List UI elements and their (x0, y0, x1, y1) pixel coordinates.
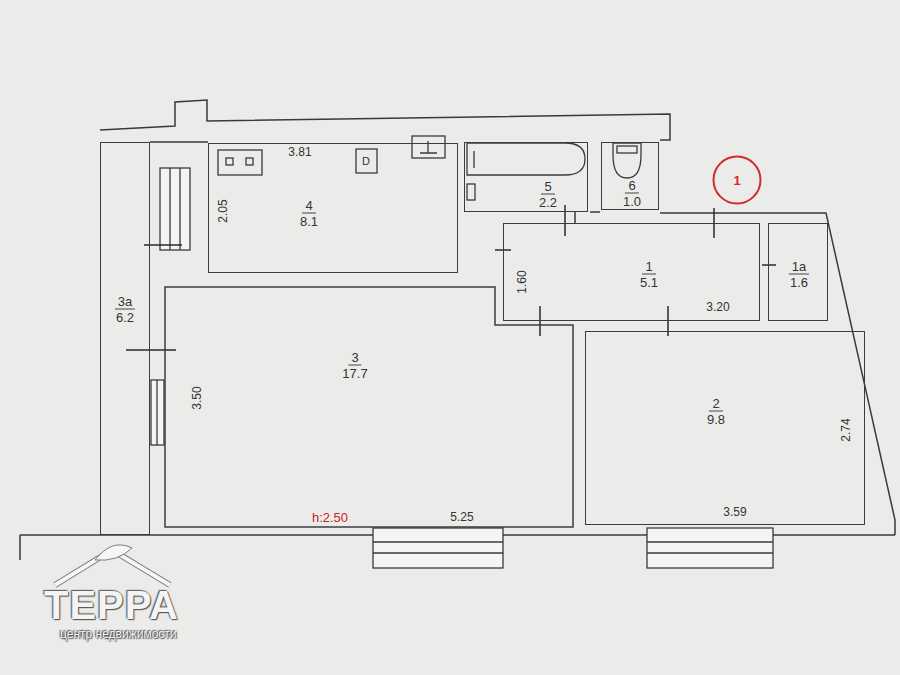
boiler-letter: D (362, 155, 370, 168)
room-outline (165, 287, 573, 527)
ceiling-height-label: h:2.50 (312, 510, 348, 525)
tick (126, 349, 176, 351)
room-number: 2 (709, 396, 722, 412)
watermark-text: ТЕРРА (44, 582, 179, 628)
marker-circle (714, 157, 761, 204)
tick (564, 205, 566, 236)
room-number: 6 (625, 178, 638, 194)
wall-line (150, 141, 208, 143)
dimension-label: 3.81 (288, 145, 311, 159)
wall-line (575, 212, 600, 223)
window-pane (156, 380, 157, 445)
bathtub-tap (473, 151, 474, 168)
toilet-tank (617, 146, 637, 153)
living-room: 317.7 (165, 287, 573, 527)
room-area: 5.1 (637, 275, 661, 290)
toilet-room: 61.0 (601, 142, 659, 210)
room-number: 1а (789, 259, 809, 275)
room-area: 17.7 (339, 366, 370, 381)
dimension-label: 3.50 (190, 386, 204, 409)
closet-room: 1а1.6 (768, 223, 828, 321)
room-label: 29.8 (704, 396, 728, 427)
outer-walls (20, 100, 895, 560)
fixtures (218, 136, 641, 200)
bedroom-room: 29.8 (585, 331, 865, 525)
tick (762, 264, 776, 266)
window (647, 528, 773, 568)
room-label: 317.7 (339, 350, 370, 381)
room-label: 3а6.2 (113, 294, 137, 325)
room-outline (165, 287, 573, 527)
dimension-label: 3.59 (723, 505, 746, 519)
window-pane (373, 542, 503, 553)
room-label: 15.1 (637, 259, 661, 290)
watermark-text: центр недвижимости (60, 627, 177, 641)
room-label: 52.2 (536, 179, 560, 210)
dimension-label: 5.25 (450, 510, 473, 524)
room-area: 8.1 (297, 214, 321, 229)
room-label: 48.1 (297, 198, 321, 229)
wall-line (19, 535, 21, 560)
window (160, 168, 190, 250)
room-area: 6.2 (113, 310, 137, 325)
window-pane (647, 542, 773, 553)
stove-burner (226, 158, 233, 165)
room-area: 1.6 (787, 275, 811, 290)
window (373, 528, 503, 568)
loggia-room: 3а6.2 (100, 142, 150, 535)
room-area: 9.8 (704, 412, 728, 427)
dimension-label: 2.74 (839, 418, 853, 441)
top-wall (100, 100, 670, 140)
bathroom-room: 52.2 (464, 142, 588, 212)
room-label: 61.0 (620, 178, 644, 209)
right-wall (660, 213, 895, 535)
sink-symbol (412, 136, 445, 158)
basin-symbol (467, 184, 475, 200)
room-area: 1.0 (620, 194, 644, 209)
dimension-ticks (126, 205, 776, 350)
window (151, 380, 164, 445)
room-number: 1 (730, 173, 743, 188)
dimension-label: 1.60 (515, 270, 529, 293)
apartment-marker: 1 (712, 155, 762, 205)
tick (539, 306, 541, 336)
toilet-symbol (613, 143, 641, 178)
stove-symbol (218, 150, 262, 175)
room-number: 4 (302, 198, 315, 214)
room-number: 5 (541, 179, 554, 195)
stove-burner (246, 158, 253, 165)
dimension-label: 2.05 (216, 199, 230, 222)
room-number: 1 (642, 259, 655, 275)
windows (151, 168, 773, 568)
window-pane (170, 168, 180, 250)
bathtub-symbol (467, 143, 585, 175)
room-label: 1а1.6 (787, 259, 811, 290)
room-label: 1 (730, 173, 743, 188)
room-number: 3а (115, 294, 135, 310)
logo-leaf (95, 545, 132, 560)
dimension-label: 3.20 (706, 300, 729, 314)
boiler-symbol (356, 149, 377, 173)
watermark-logo (55, 545, 170, 585)
room-area: 2.2 (536, 195, 560, 210)
room-number: 3 (348, 350, 361, 366)
kitchen-room: 48.1 (208, 143, 458, 273)
